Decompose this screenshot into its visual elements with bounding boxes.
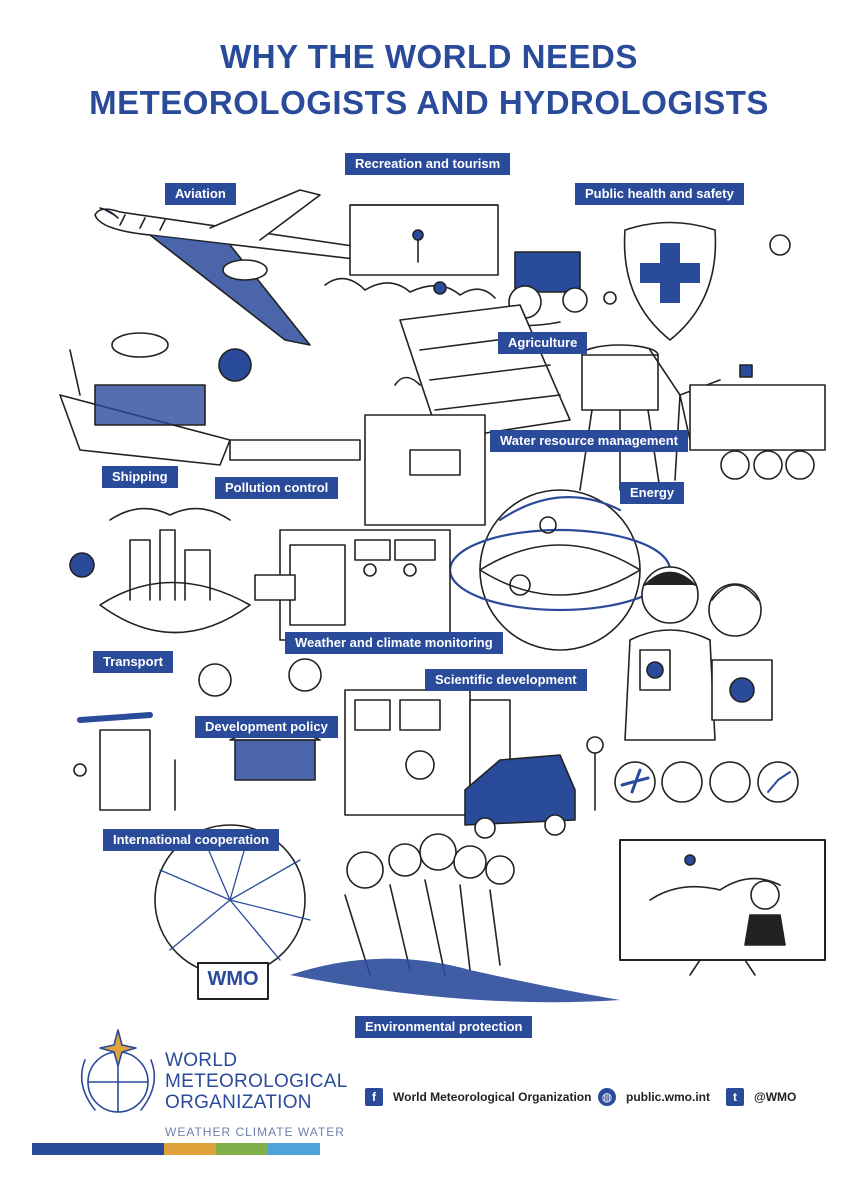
org-tagline: WEATHER CLIMATE WATER [165, 1125, 345, 1139]
label-scientific-development: Scientific development [425, 669, 587, 691]
facebook-text: World Meteorological Organization [393, 1090, 592, 1104]
international-site [73, 712, 176, 811]
org-name-line2: METEOROLOGICAL [165, 1071, 348, 1092]
org-name-line1: WORLD [165, 1050, 238, 1071]
poster-title-line2: METEOROLOGISTS AND HYDROLOGISTS [89, 84, 769, 121]
label-environmental-protection: Environmental protection [355, 1016, 533, 1038]
recreation-building [324, 204, 499, 299]
label-weather-climate-monitoring: Weather and climate monitoring [285, 632, 503, 654]
label-recreation-tourism: Recreation and tourism [345, 153, 511, 175]
scientific-panels [344, 689, 511, 816]
brand-bar-orange [164, 1143, 216, 1155]
weather-tv [619, 839, 826, 976]
brand-bar-blue [32, 1143, 164, 1155]
wmo-emblem [80, 1029, 156, 1113]
twitter-icon: t [726, 1088, 744, 1106]
label-shipping: Shipping [102, 466, 178, 488]
globe-network [154, 824, 311, 976]
label-pollution-control: Pollution control [215, 477, 339, 499]
twitter-text: @WMO [754, 1090, 797, 1104]
airplane-illustration [94, 189, 387, 358]
weather-station [218, 348, 486, 526]
label-transport: Transport [93, 651, 173, 673]
facebook-link[interactable]: f World Meteorological Organization [365, 1088, 591, 1106]
label-energy: Energy [620, 482, 685, 504]
wmo-sign [197, 962, 269, 1000]
wmo-sign-text: WMO [207, 968, 259, 990]
brand-bar-lightblue [268, 1143, 320, 1155]
water-tower [579, 344, 661, 491]
label-aviation: Aviation [165, 183, 236, 205]
website-link[interactable]: ◍ public.wmo.int [598, 1088, 710, 1106]
poster-title-line1: WHY THE WORLD NEEDS [220, 38, 638, 75]
benefit-icons [614, 761, 799, 803]
city-island [69, 507, 251, 634]
scientists-illustration [624, 566, 773, 741]
research-car [464, 736, 604, 839]
org-name-line3: ORGANIZATION [165, 1092, 312, 1113]
twitter-link[interactable]: t @WMO [726, 1088, 796, 1106]
weather-map-board [689, 364, 826, 480]
shield-illustration [603, 221, 791, 341]
people-group [290, 833, 620, 1003]
ship-illustration [59, 349, 231, 466]
label-public-health-safety: Public health and safety [575, 183, 744, 205]
globe-icon: ◍ [598, 1088, 616, 1106]
control-room [254, 529, 451, 641]
facebook-icon: f [365, 1088, 383, 1106]
label-water-resource-management: Water resource management [490, 430, 688, 452]
brand-bar-green [216, 1143, 268, 1155]
website-text: public.wmo.int [626, 1090, 710, 1104]
label-development-policy: Development policy [195, 716, 338, 738]
label-agriculture: Agriculture [498, 332, 588, 354]
label-international-cooperation: International cooperation [103, 829, 280, 851]
